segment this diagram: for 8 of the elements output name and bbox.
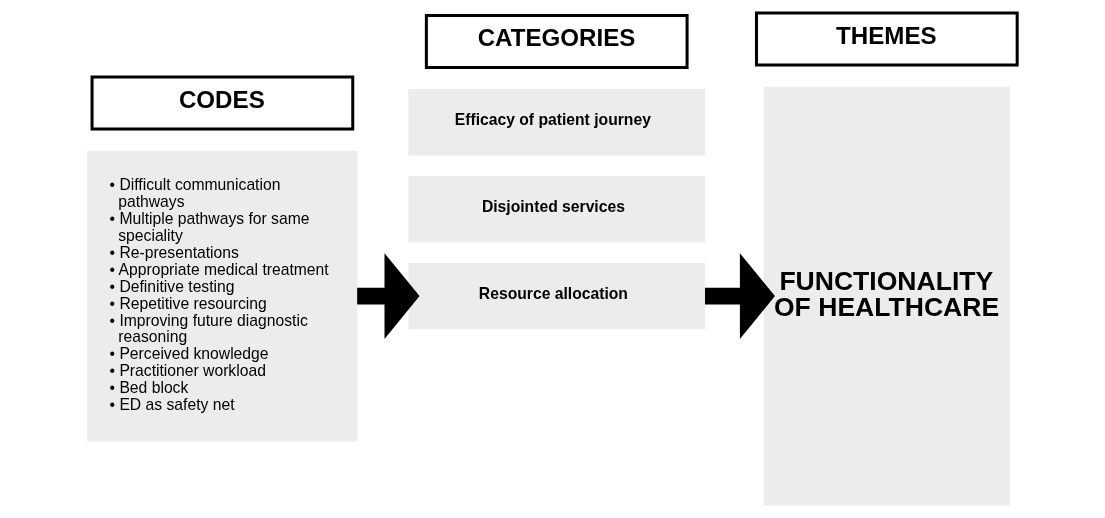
node-box: THEMES [754,11,1019,67]
arrow [357,253,420,340]
node-box: CATEGORIES [424,14,689,69]
node-box: FUNCTIONALITY OF HEALTHCARE [763,86,1010,506]
arrow [705,253,775,340]
node-box: • Difficult communication pathways • Multiple pathways for same speciality • Re-presentations • Appropriate medical treatment • Definitive testing • Repetitive resourcing • Improving future diagnostic reasoning • Perceived knowledge • Practitioner workload • Bed block • ED as safety net [87,150,358,442]
node-box: Resource allocation [408,262,706,330]
node-box: CODES [90,75,355,131]
